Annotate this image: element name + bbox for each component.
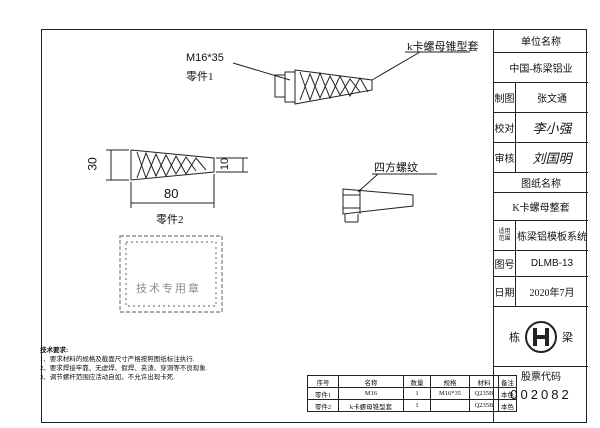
- table-cell: 1: [403, 399, 431, 412]
- approved-row: 审核 刘国明: [494, 143, 588, 173]
- drawing-no-row: 图号 DLMB-13: [494, 251, 588, 277]
- checked-row: 校对 李小强: [494, 113, 588, 143]
- scope-row: 适用范围 栋梁铝模板系统: [494, 221, 588, 251]
- table-cell: M16*35: [430, 387, 470, 400]
- dim-80-label: 80: [164, 186, 179, 201]
- header-cell: 规格: [430, 375, 470, 388]
- date-row: 日期 2020年7月: [494, 277, 588, 307]
- part2-drawing: [106, 149, 248, 208]
- part1-name-label: 零件1: [186, 71, 214, 83]
- checked-label: 校对: [494, 113, 516, 142]
- square-thread-drawing: [342, 173, 437, 223]
- tech-note-item: 2、要求焊接牢靠、无虚焊、假焊、夹渣、穿洞等不良现象.: [40, 365, 208, 372]
- table-cell: 零件2: [307, 399, 339, 412]
- drawn-row: 制图 张文通: [494, 83, 588, 113]
- header-cell: 序号: [307, 375, 339, 388]
- table-cell: 本色: [498, 387, 517, 400]
- header-cell: 数量: [403, 375, 431, 388]
- stock-code-value: 002082: [510, 386, 572, 402]
- company-logo-icon: [525, 320, 557, 353]
- part1-spec-label: M16*35: [186, 52, 224, 64]
- drawing-name-value: K卡螺母整套: [494, 193, 588, 221]
- approved-by-signature: 刘国明: [532, 151, 572, 166]
- table-cell: 零件1: [307, 387, 339, 400]
- square-thread-label: 四方螺纹: [374, 162, 418, 174]
- scope-value: 栋梁铝模板系统: [517, 232, 587, 243]
- table-cell: k卡螺母锥型套: [338, 399, 404, 412]
- stamp-text: 技术专用章: [136, 283, 201, 295]
- drawn-label: 制图: [494, 83, 516, 112]
- table-cell: 本色: [498, 399, 517, 412]
- tech-notes-title: 技术要求:: [40, 347, 69, 354]
- tech-notes: 技术要求: 1、要求材料的规格及截面尺寸严格按照图纸标注执行. 2、要求焊接牢靠…: [40, 346, 300, 382]
- approved-label: 审核: [494, 143, 516, 172]
- date-value: 2020年7月: [529, 288, 575, 299]
- stock-code-label: 股票代码: [521, 371, 561, 383]
- parts-table: 序号 名称 数量 规格 材料 备注 零件1 M16 1 M16*35 Q235B…: [307, 375, 517, 412]
- header-cell: 名称: [338, 375, 404, 388]
- checked-by-signature: 李小强: [532, 121, 572, 136]
- table-cell: 1: [403, 387, 431, 400]
- table-cell: [430, 399, 470, 412]
- table-row: 零件1 M16 1 M16*35 Q235B 本色: [307, 387, 517, 400]
- logo-text-right: 梁: [562, 331, 573, 344]
- unit-name-value: 中国-栋梁铝业: [494, 53, 588, 83]
- dim-30-label: 30: [85, 157, 100, 171]
- k-nut-label: k卡螺母锥型套: [407, 41, 479, 53]
- table-cell: Q235B: [469, 399, 499, 412]
- date-label: 日期: [494, 277, 516, 306]
- drawing-no-value: DLMB-13: [530, 258, 574, 269]
- table-row: 零件2 k卡螺母锥型套 1 Q235B 本色: [307, 399, 517, 412]
- part1-drawing: [232, 51, 470, 105]
- scope-label: 适用范围: [494, 221, 516, 250]
- parts-table-header: 序号 名称 数量 规格 材料 备注: [307, 375, 517, 388]
- dim-10-label: 10: [219, 157, 232, 171]
- title-block: 单位名称 中国-栋梁铝业 制图 张文通 校对 李小强 审核 刘国明 图纸名称 K…: [493, 29, 588, 423]
- drawn-by-value: 张文通: [537, 94, 567, 105]
- unit-name-label: 单位名称: [494, 29, 588, 53]
- logo-text-left: 栋: [509, 331, 520, 344]
- table-cell: M16: [338, 387, 404, 400]
- tech-note-item: 1、要求材料的规格及截面尺寸严格按照图纸标注执行.: [40, 356, 195, 363]
- drawing-no-label: 图号: [494, 251, 516, 276]
- part2-name-label: 零件2: [156, 214, 184, 226]
- drawing-name-label: 图纸名称: [494, 173, 588, 193]
- drawing-border: [41, 29, 587, 423]
- logo-area: 栋 梁: [494, 307, 588, 367]
- stamp-seal: [119, 235, 223, 313]
- tech-note-item: 3、调节螺杆范围应活动自如，不允许出现卡死.: [40, 374, 175, 381]
